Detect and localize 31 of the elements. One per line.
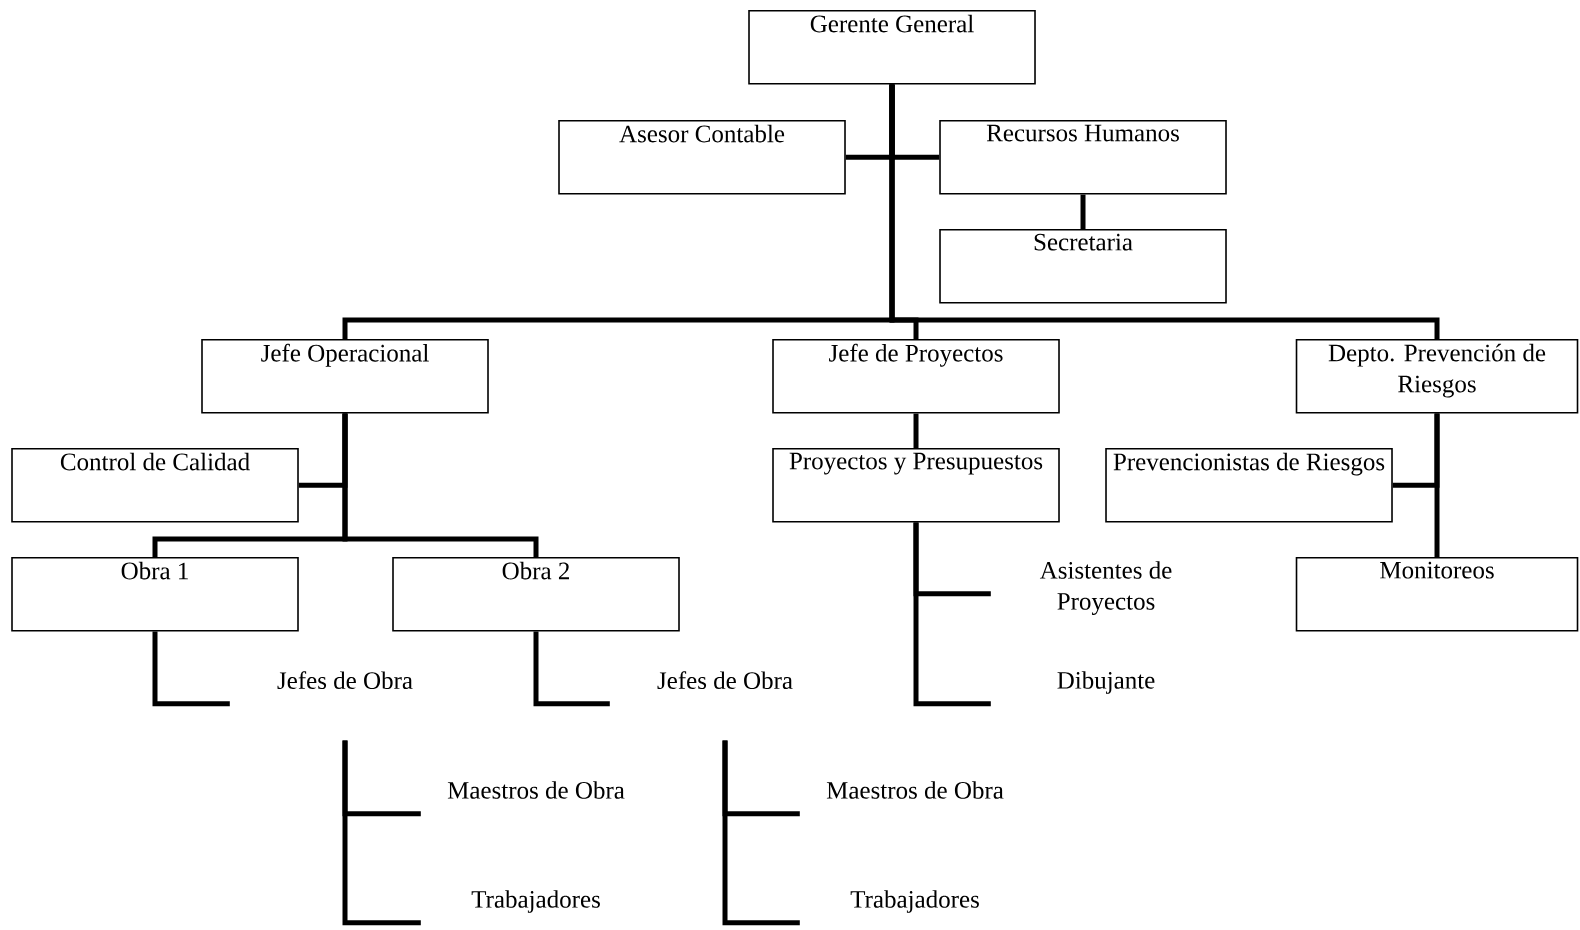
org-box: Obra 2 <box>392 557 680 632</box>
connector-line <box>913 413 919 448</box>
role-label: Trabajadores <box>850 890 979 913</box>
connector-line <box>1434 413 1440 557</box>
connector-line <box>889 84 1440 339</box>
org-box: Asesor Contable <box>558 120 846 195</box>
connector-line <box>342 740 421 926</box>
connector-line <box>342 413 539 557</box>
connector-line <box>533 631 610 707</box>
org-box: Depto. Prevención de Riesgos <box>1295 339 1579 414</box>
org-box: Jefe Operacional <box>201 339 489 414</box>
role-label: Maestros de Obra <box>447 781 625 799</box>
org-box: Recursos Humanos <box>939 120 1227 195</box>
connector-line <box>722 740 800 926</box>
role-label: Asistentes de Proyectos <box>1039 561 1172 615</box>
org-box: Control de Calidad <box>11 448 299 523</box>
org-box: Proyectos y Presupuestos <box>772 448 1060 523</box>
org-box: Jefe de Proyectos <box>772 339 1060 414</box>
role-label: Maestros de Obra <box>826 781 1004 799</box>
org-box: Secretaria <box>939 229 1227 304</box>
org-box: Gerente General <box>748 10 1036 85</box>
connector-line <box>913 522 991 707</box>
role-label: Jefes de Obra <box>657 671 793 690</box>
role-label: Trabajadores <box>471 890 600 913</box>
connector-line <box>152 631 230 707</box>
connector-line <box>1080 194 1086 229</box>
org-box: Obra 1 <box>11 557 299 632</box>
role-label: Jefes de Obra <box>277 671 413 690</box>
org-box: Prevencionistas de Riesgos <box>1105 448 1393 523</box>
role-label: Dibujante <box>1057 671 1155 694</box>
org-box: Monitoreos <box>1295 557 1579 632</box>
